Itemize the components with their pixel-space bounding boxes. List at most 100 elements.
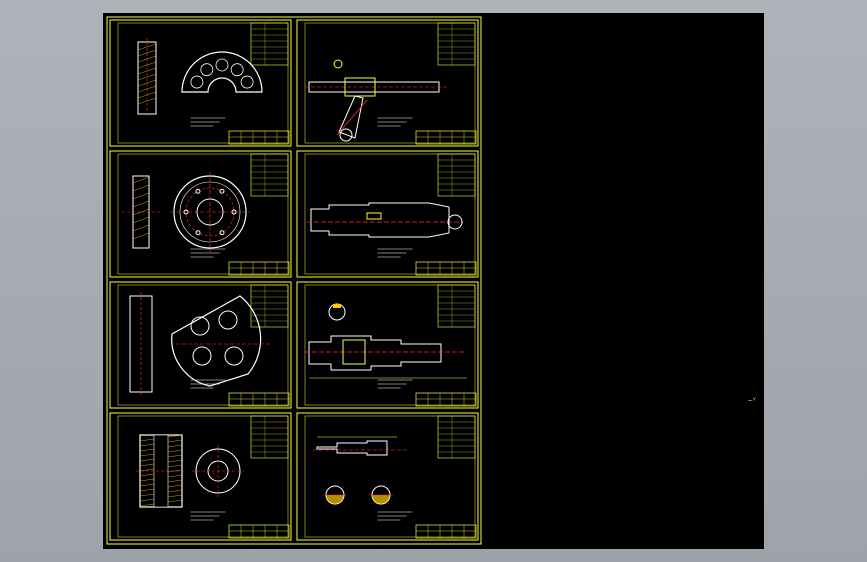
sheet-3 (109, 150, 292, 278)
sheet-inner-border (117, 153, 289, 275)
model-space-canvas[interactable] (103, 13, 764, 549)
sheet-inner-border (117, 284, 289, 406)
stray-mark: ̵ʸ (748, 396, 757, 404)
crank-eye (339, 128, 353, 142)
section-key (333, 304, 341, 308)
parameter-table (437, 22, 476, 66)
sheet-border (109, 281, 292, 409)
shaft-outline (310, 202, 450, 238)
cam-outline (171, 295, 262, 387)
cam-hole (224, 346, 244, 366)
hatch (137, 49, 157, 57)
outer-frame (106, 16, 482, 545)
part-small-shaft (313, 436, 407, 505)
part-sector-gear (137, 38, 263, 118)
sheet-1 (109, 19, 292, 147)
sheet-inner-border (304, 22, 476, 144)
lightening-hole (230, 63, 244, 77)
cam-hole (190, 316, 210, 336)
sheet-8 (296, 412, 479, 541)
sheet-border (296, 412, 479, 541)
title-block (415, 130, 477, 145)
hatch (137, 43, 157, 51)
parameter-table (250, 153, 289, 197)
detail-mark (333, 59, 343, 69)
crank-arm (338, 95, 364, 139)
part-gear-blank (136, 434, 244, 508)
hatch (132, 208, 150, 216)
hatch (132, 216, 150, 224)
parameter-table (250, 284, 289, 328)
cam-hole (192, 346, 212, 366)
sheet-inner-border (304, 153, 476, 275)
part-cam-plate (129, 292, 270, 396)
parameter-table (437, 284, 476, 328)
hatch (137, 79, 157, 87)
title-block (228, 130, 290, 145)
title-block (415, 524, 477, 539)
section-hatch (326, 495, 344, 504)
drawing-sheets (106, 16, 482, 545)
hatch (137, 91, 157, 99)
part-stepped-shaft (307, 202, 463, 238)
hatch (137, 73, 157, 81)
hatch (132, 224, 150, 232)
shaft-outline (308, 335, 442, 371)
lightening-hole (200, 63, 214, 77)
title-block (415, 261, 477, 276)
sheet-5 (109, 281, 292, 409)
sector-outline (181, 51, 263, 93)
hatch (137, 55, 157, 63)
parameter-table (437, 415, 476, 459)
hatch (132, 200, 150, 208)
hatch (137, 61, 157, 69)
lightening-hole (240, 75, 254, 89)
sheet-border (296, 150, 479, 278)
sheet-border (296, 281, 479, 409)
sheet-inner-border (304, 415, 476, 538)
hatch (132, 232, 150, 240)
hatch (137, 85, 157, 93)
title-block (228, 524, 290, 539)
bolt-hole (219, 230, 225, 236)
lightening-hole (215, 58, 229, 72)
parameter-table (250, 415, 289, 459)
sheet-7 (109, 412, 292, 541)
sheet-inner-border (117, 415, 289, 538)
hub (344, 77, 376, 97)
lightening-hole (190, 75, 204, 89)
hatch (132, 176, 150, 184)
parameter-table (250, 22, 289, 66)
sheet-border (109, 412, 292, 541)
title-block (228, 261, 290, 276)
cam-hole (218, 310, 238, 330)
parameter-table (437, 153, 476, 197)
sheet-inner-border (304, 284, 476, 406)
sheet-inner-border (117, 22, 289, 144)
sheet-border (109, 150, 292, 278)
shaft-outline (316, 440, 388, 456)
sheet-border (109, 19, 292, 147)
sheet-border (296, 19, 479, 147)
sheet-6 (296, 281, 479, 409)
section-hatch (372, 495, 390, 504)
keyway (366, 212, 382, 220)
hatch (132, 192, 150, 200)
part-flange (122, 172, 250, 252)
gear-seat (342, 339, 366, 365)
bolt-hole (219, 188, 225, 194)
title-block (228, 392, 290, 407)
sheet-4 (296, 150, 479, 278)
part-long-shaft (305, 303, 467, 379)
hatch (137, 97, 157, 105)
sheet-2 (296, 19, 479, 147)
end-section (447, 214, 463, 230)
bolt-hole (195, 188, 201, 194)
title-block (415, 392, 477, 407)
bolt-hole (195, 230, 201, 236)
hatch (137, 67, 157, 75)
part-linkage (305, 59, 447, 142)
hatch (132, 184, 150, 192)
dim-line (336, 99, 368, 136)
